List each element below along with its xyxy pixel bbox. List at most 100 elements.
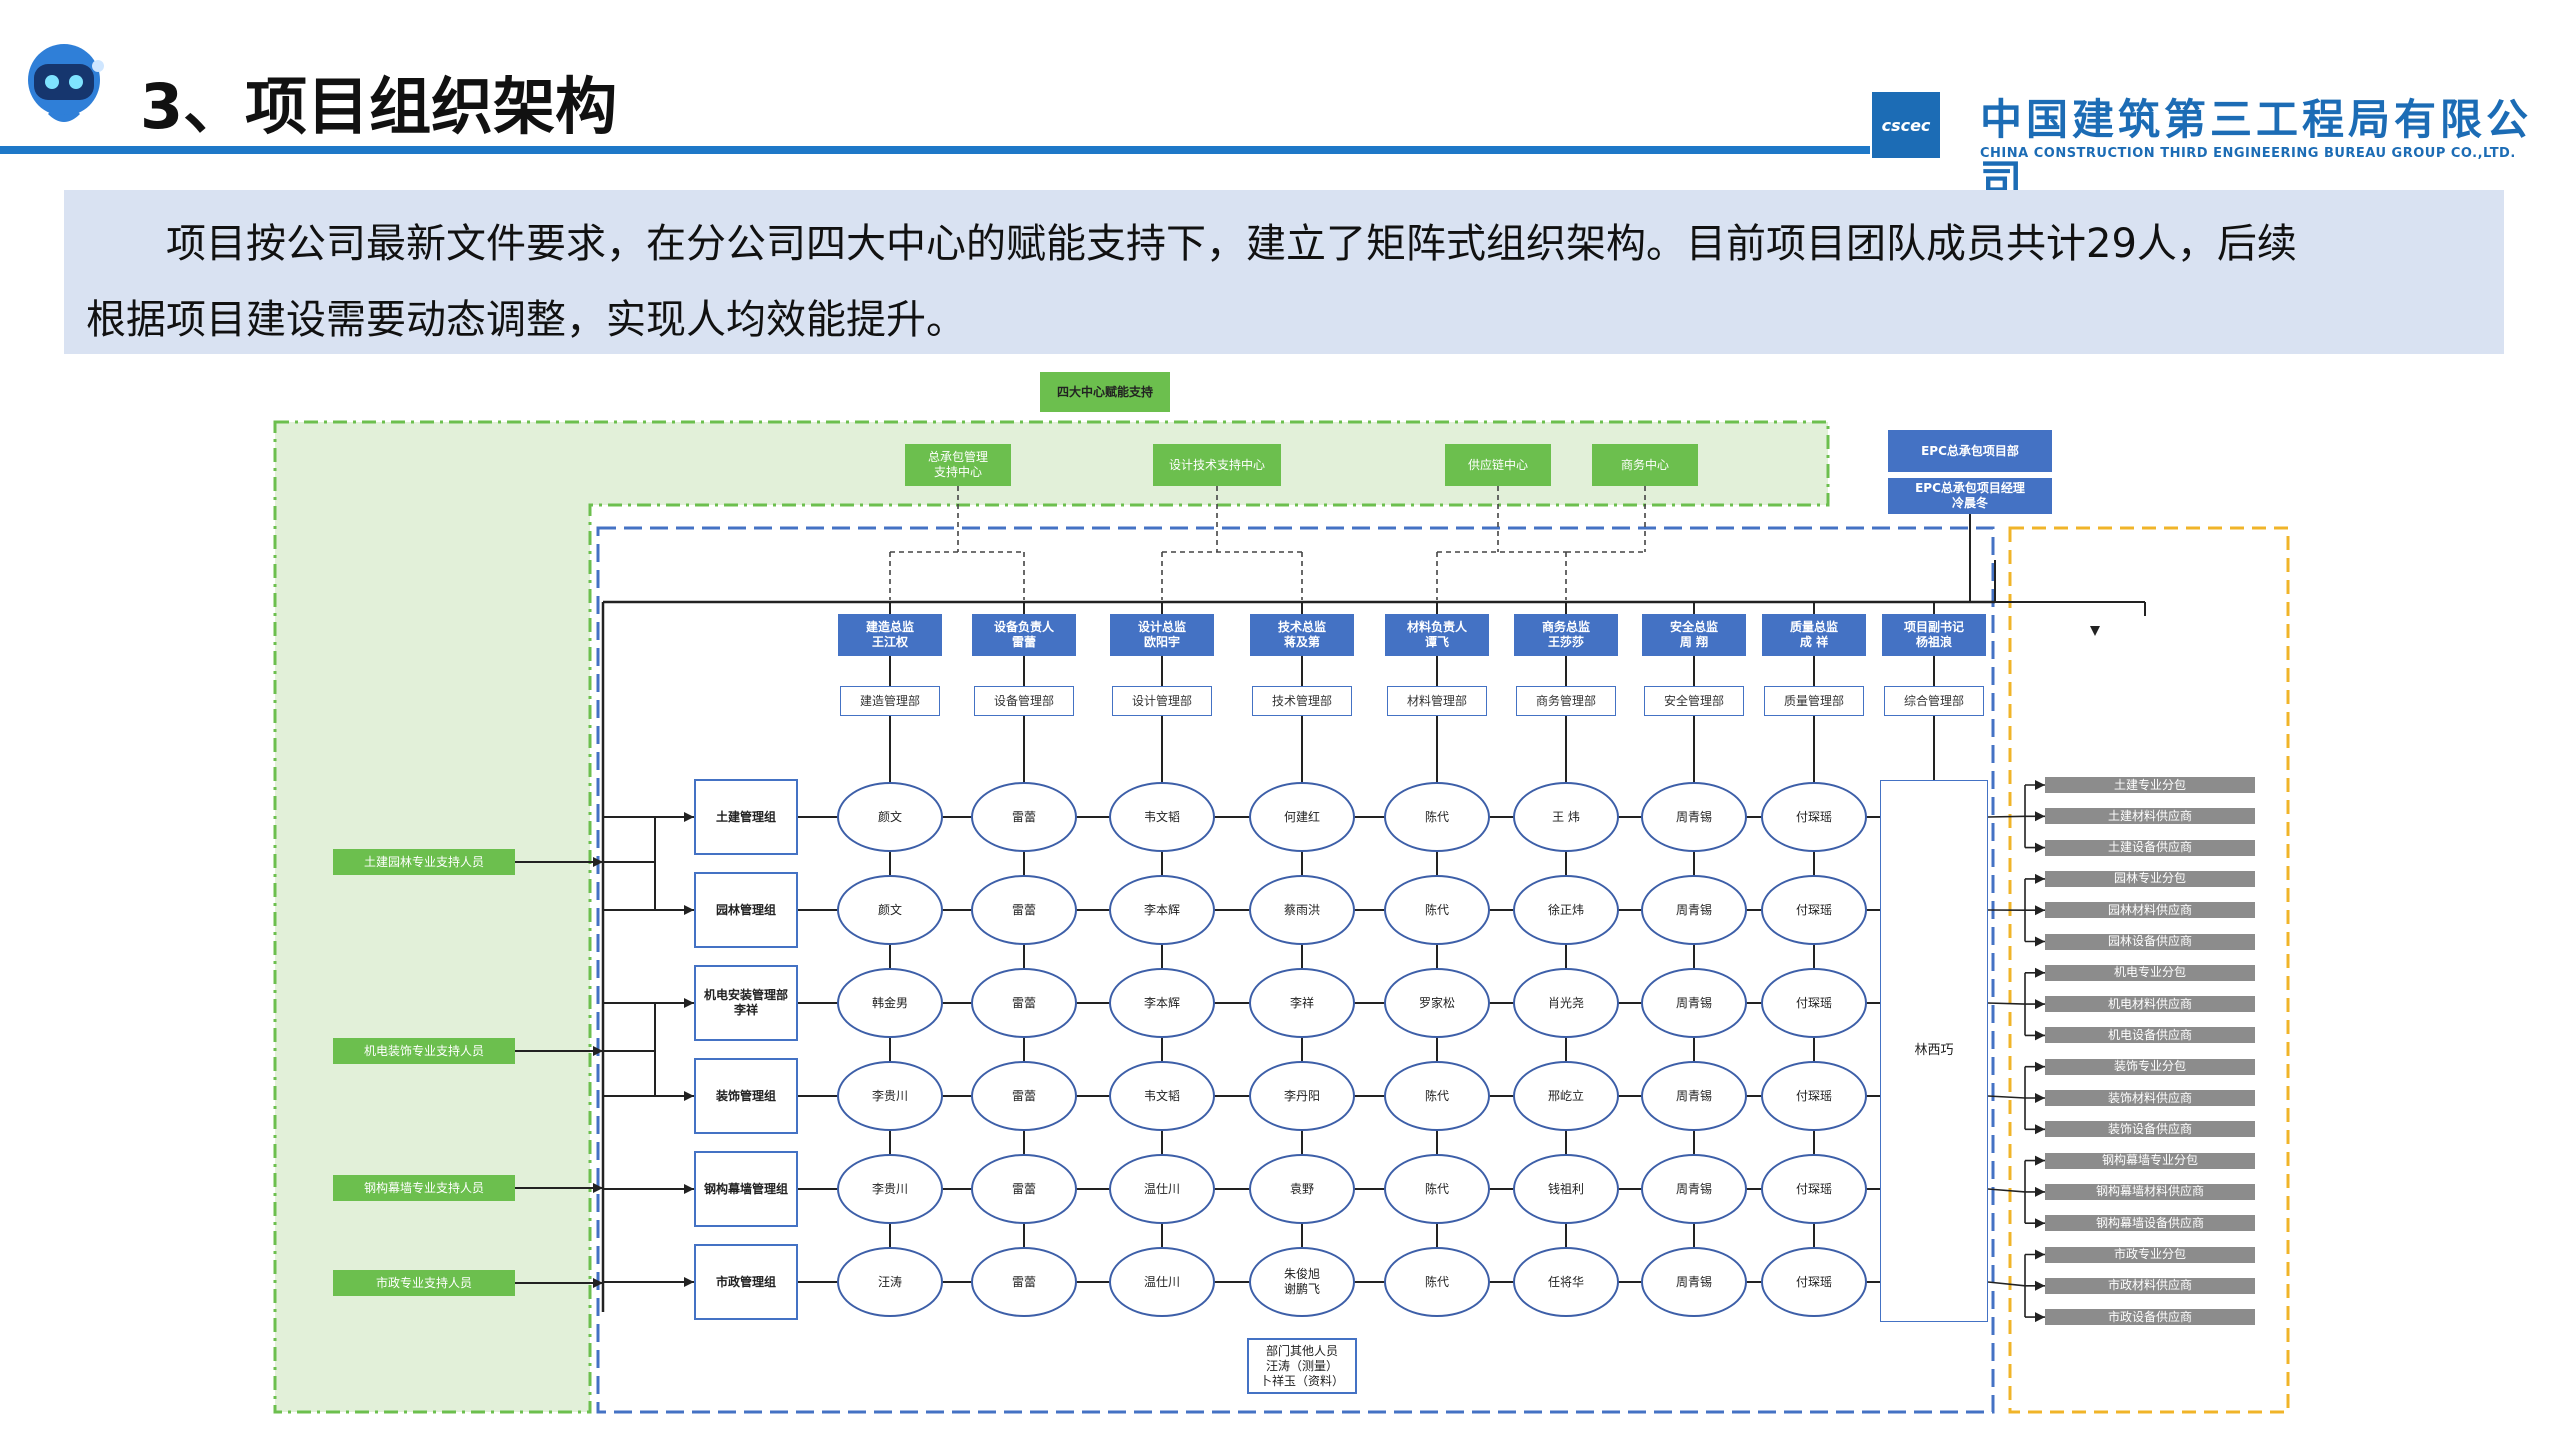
staff-ellipse: 周青锡: [1641, 968, 1747, 1038]
subcontractor-box: 园林设备供应商: [2045, 933, 2255, 950]
support-zone-frame: [273, 420, 1830, 1414]
group-box: 机电安装管理部 李祥: [694, 965, 798, 1041]
other-staff-box: 部门其他人员 汪涛（测量） 卜祥玉（资料）: [1247, 1338, 1357, 1394]
group-arrow: [684, 998, 694, 1008]
staff-ellipse: 陈代: [1384, 1247, 1490, 1317]
sub-link-line: [1987, 1095, 2026, 1099]
company-name-en: CHINA CONSTRUCTION THIRD ENGINEERING BUR…: [1980, 146, 2516, 161]
staff-ellipse: 雷蕾: [971, 1247, 1077, 1317]
staff-ellipse: 李本辉: [1109, 875, 1215, 945]
dept-box: 质量管理部: [1764, 686, 1864, 716]
staff-ellipse: 李祥: [1249, 968, 1355, 1038]
staff-ellipse: 朱俊旭 谢鹏飞: [1249, 1247, 1355, 1317]
staff-ellipse: 付琛瑶: [1761, 1247, 1867, 1317]
staff-ellipse: 蔡雨洪: [1249, 875, 1355, 945]
staff-ellipse: 袁野: [1249, 1154, 1355, 1224]
subcontractor-box: 土建设备供应商: [2045, 839, 2255, 856]
staff-ellipse: 周青锡: [1641, 782, 1747, 852]
staff-ellipse: 韩金男: [837, 968, 943, 1038]
group-arrow: [684, 1091, 694, 1101]
dept-box: 技术管理部: [1252, 686, 1352, 716]
subcontractor-box: 机电专业分包: [2045, 964, 2255, 981]
support-staff-box: 钢构幕墙专业支持人员: [333, 1175, 515, 1201]
staff-ellipse: 韦文韬: [1109, 782, 1215, 852]
center-title-box: 四大中心赋能支持: [1040, 372, 1170, 412]
dept-box: 设备管理部: [974, 686, 1074, 716]
leader-box: 设备负责人 雷蕾: [972, 614, 1076, 656]
sub-link-line: [1987, 1188, 2026, 1193]
staff-ellipse: 何建红: [1249, 782, 1355, 852]
sub-arrow: [2035, 1155, 2045, 1166]
leader-box: 材料负责人 谭飞: [1385, 614, 1489, 656]
subcontractor-box: 机电设备供应商: [2045, 1027, 2255, 1044]
staff-ellipse: 王 炜: [1513, 782, 1619, 852]
intro-line-2: 根据项目建设需要动态调整，实现人均效能提升。: [86, 297, 966, 343]
sub-link-line: [1987, 815, 2026, 818]
intro-panel: 项目按公司最新文件要求，在分公司四大中心的赋能支持下，建立了矩阵式组织架构。目前…: [64, 190, 2504, 354]
group-box: 市政管理组: [694, 1244, 798, 1320]
support-arrow: [593, 1183, 603, 1193]
subcontractor-box: 钢构幕墙材料供应商: [2045, 1183, 2255, 1200]
group-box: 钢构幕墙管理组: [694, 1151, 798, 1227]
subcontractor-box: 园林专业分包: [2045, 870, 2255, 887]
staff-ellipse: 李本辉: [1109, 968, 1215, 1038]
subcontractor-box: 市政专业分包: [2045, 1246, 2255, 1263]
staff-ellipse: 雷蕾: [971, 875, 1077, 945]
staff-ellipse: 周青锡: [1641, 1247, 1747, 1317]
group-box: 土建管理组: [694, 779, 798, 855]
leader-box: 设计总监 欧阳宇: [1110, 614, 1214, 656]
sub-arrow: [2035, 873, 2045, 884]
center-box: 商务中心: [1592, 444, 1698, 486]
staff-ellipse: 付琛瑶: [1761, 1154, 1867, 1224]
sub-arrow: [2035, 811, 2045, 822]
sub-arrow: [2035, 1312, 2045, 1323]
staff-ellipse: 汪涛: [837, 1247, 943, 1317]
center-box: 设计技术支持中心: [1153, 444, 1281, 486]
sub-arrow: [2035, 1061, 2045, 1072]
group-box: 装饰管理组: [694, 1058, 798, 1134]
robot-mascot-icon: [28, 44, 104, 122]
center-box: 总承包管理 支持中心: [905, 444, 1011, 486]
staff-ellipse: 付琛瑶: [1761, 782, 1867, 852]
sub-arrow: [2035, 967, 2045, 978]
sub-arrow: [2035, 1030, 2045, 1041]
subcontract-arrow: [2090, 626, 2100, 636]
subcontractor-box: 土建专业分包: [2045, 777, 2255, 793]
group-arrow: [684, 812, 694, 822]
dept-box: 安全管理部: [1644, 686, 1744, 716]
staff-ellipse: 陈代: [1384, 782, 1490, 852]
staff-ellipse: 颜文: [837, 782, 943, 852]
subcontractor-box: 钢构幕墙设备供应商: [2045, 1215, 2255, 1232]
sub-arrow: [2035, 905, 2045, 916]
staff-ellipse: 肖光尧: [1513, 968, 1619, 1038]
sub-arrow: [2035, 999, 2045, 1010]
staff-ellipse: 周青锡: [1641, 875, 1747, 945]
dept-box: 材料管理部: [1387, 686, 1487, 716]
dept-box: 综合管理部: [1884, 686, 1984, 716]
staff-ellipse: 周青锡: [1641, 1061, 1747, 1131]
title-underline: [0, 146, 1870, 154]
comprehensive-person-box: 林西巧: [1880, 780, 1988, 1322]
staff-ellipse: 李贵川: [837, 1061, 943, 1131]
subcontractor-box: 装饰专业分包: [2045, 1058, 2255, 1075]
leader-box: 商务总监 王莎莎: [1514, 614, 1618, 656]
subcontractor-box: 机电材料供应商: [2045, 996, 2255, 1013]
staff-ellipse: 陈代: [1384, 875, 1490, 945]
staff-ellipse: 任将华: [1513, 1247, 1619, 1317]
leader-box: 质量总监 成 祥: [1762, 614, 1866, 656]
staff-ellipse: 罗家松: [1384, 968, 1490, 1038]
epc-dept-box: EPC总承包项目部: [1888, 430, 2052, 472]
sub-arrow: [2035, 1093, 2045, 1103]
support-staff-box: 市政专业支持人员: [333, 1270, 515, 1296]
subcontractor-box: 装饰设备供应商: [2045, 1121, 2255, 1138]
subcontractor-box: 市政材料供应商: [2045, 1277, 2255, 1294]
leader-box: 技术总监 蒋及第: [1250, 614, 1354, 656]
support-arrow: [593, 857, 603, 867]
dept-box: 建造管理部: [840, 686, 940, 716]
company-logo-text: cscec: [1881, 115, 1931, 135]
leader-box: 项目副书记 杨祖浪: [1882, 614, 1986, 656]
staff-ellipse: 钱祖利: [1513, 1154, 1619, 1224]
intro-line-1: 项目按公司最新文件要求，在分公司四大中心的赋能支持下，建立了矩阵式组织架构。目前…: [166, 221, 2297, 267]
support-arrow: [593, 1046, 603, 1056]
staff-ellipse: 付琛瑶: [1761, 968, 1867, 1038]
